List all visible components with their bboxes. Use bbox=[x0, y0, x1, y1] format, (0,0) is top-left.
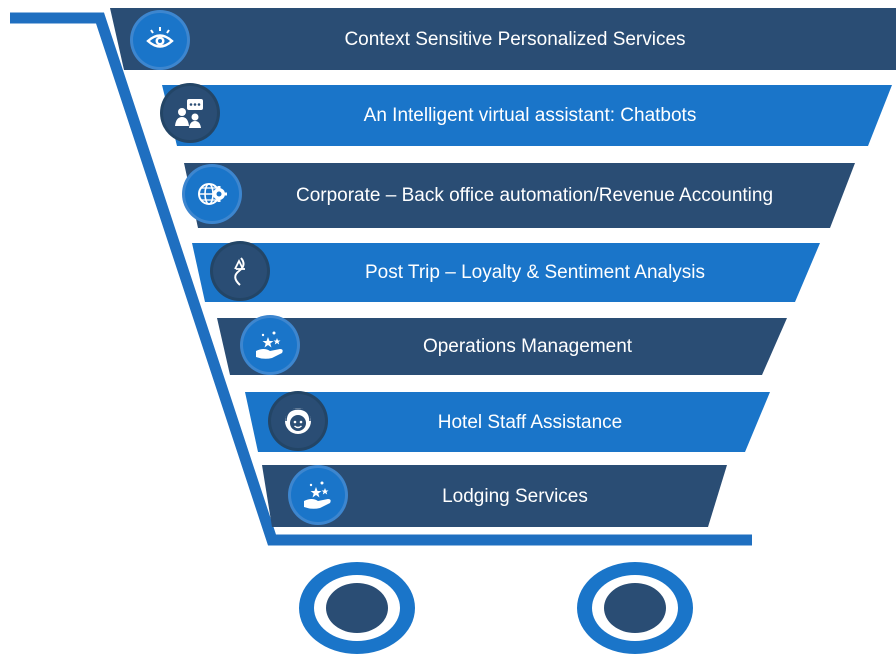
globe-gear-icon bbox=[185, 167, 239, 221]
tier-label-4: Post Trip – Loyalty & Sentiment Analysis bbox=[364, 262, 706, 283]
cart-wheel-left bbox=[299, 562, 415, 654]
route-icon bbox=[213, 244, 267, 298]
tier-band-4 bbox=[192, 243, 820, 302]
cart-wheel-right bbox=[577, 562, 693, 654]
cart-frame bbox=[10, 12, 752, 546]
tier-band-1 bbox=[110, 8, 896, 70]
chatbot-icon bbox=[163, 86, 217, 140]
tier-label-1: Context Sensitive Personalized Services bbox=[344, 28, 686, 50]
tier-label-3: Corporate – Back office automation/Reven… bbox=[295, 185, 774, 206]
hand-stars-icon bbox=[243, 318, 297, 372]
receptionist-icon bbox=[271, 394, 325, 448]
tier-label-6: Hotel Staff Assistance bbox=[437, 411, 623, 433]
tier-band-2 bbox=[162, 85, 892, 146]
hand-stars-icon bbox=[291, 468, 345, 522]
tier-band-3 bbox=[184, 163, 855, 228]
tier-band-5 bbox=[217, 318, 787, 375]
tier-band-7 bbox=[262, 465, 727, 527]
tier-label-2: An Intelligent virtual assistant: Chatbo… bbox=[363, 105, 697, 126]
eye-icon bbox=[133, 13, 187, 67]
tier-label-7: Lodging Services bbox=[442, 485, 588, 507]
tier-band-6 bbox=[245, 392, 770, 452]
tier-label-5: Operations Management bbox=[422, 336, 633, 357]
